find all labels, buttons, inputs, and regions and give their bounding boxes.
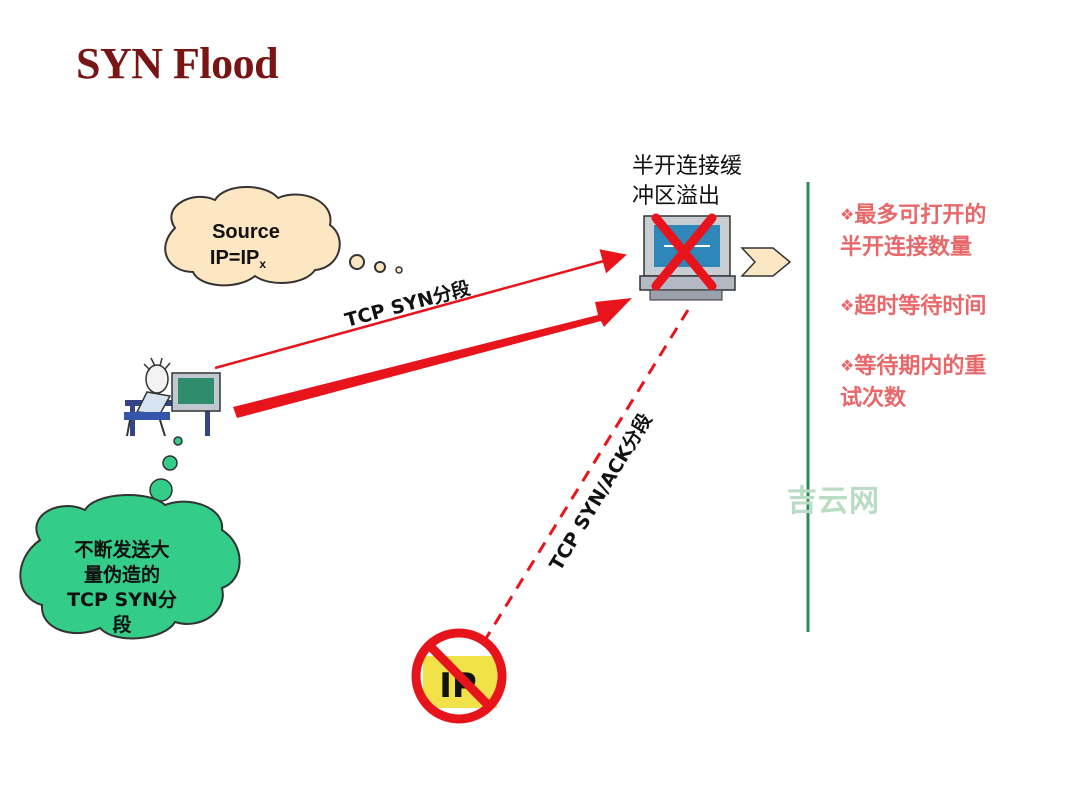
bullet-item: ❖最多可打开的半开连接数量 <box>840 200 990 263</box>
svg-text:IP=IPx: IP=IPx <box>210 247 266 271</box>
diamond-bullet-icon: ❖ <box>840 205 855 224</box>
thought-bubble-dot <box>395 266 403 274</box>
chevron-right-icon <box>740 247 792 277</box>
synack-dashed-line <box>483 309 690 641</box>
source-cloud-line1: Source <box>212 221 280 243</box>
bullet-text: 等待期内的重试次数 <box>840 354 987 411</box>
syn-arrow-label: TCP SYN分段 <box>342 276 473 332</box>
bullet-item: ❖超时等待时间 <box>840 291 990 323</box>
attacker-thought-cloud: 不断发送大 量伪造的 TCP SYN分 段 <box>19 494 241 640</box>
attacker-computer-icon <box>124 357 221 437</box>
server-label: 半开连接缓 冲区溢出 <box>632 152 772 212</box>
overflow-x-icon <box>651 213 717 291</box>
diamond-bullet-icon: ❖ <box>840 356 855 375</box>
source-cloud-line2: IP=IP <box>210 247 259 269</box>
attacker-cloud-line1: 不断发送大 <box>74 538 169 561</box>
synack-arrow-label: TCP SYN/ACK分段 <box>545 408 657 574</box>
attacker-thought-bubbles <box>149 436 183 502</box>
blocked-ip-icon: IP <box>411 628 507 724</box>
source-cloud-subscript: x <box>259 257 266 271</box>
attacker-cloud-line4: 段 <box>112 613 132 636</box>
slide-title: SYN Flood <box>76 39 279 88</box>
bullet-text: 超时等待时间 <box>854 294 987 319</box>
bullet-text: 最多可打开的半开连接数量 <box>840 203 987 260</box>
bullet-list: ❖最多可打开的半开连接数量 ❖超时等待时间 ❖等待期内的重试次数 <box>840 200 990 442</box>
server-label-line1: 半开连接缓 <box>632 154 743 179</box>
thought-bubble-dot <box>349 254 365 270</box>
syn-thick-arrow <box>233 298 632 418</box>
source-thought-cloud: Source IP=IPx <box>164 186 403 287</box>
watermark: 吉云网 <box>787 484 880 519</box>
diamond-bullet-icon: ❖ <box>840 296 855 315</box>
thought-bubble-dot <box>374 261 386 273</box>
attacker-cloud-line2: 量伪造的 <box>84 563 160 586</box>
bullet-item: ❖等待期内的重试次数 <box>840 351 990 414</box>
attacker-cloud-line3: TCP SYN分 <box>67 589 177 611</box>
server-label-line2: 冲区溢出 <box>632 184 721 209</box>
syn-thin-arrow <box>214 249 627 370</box>
